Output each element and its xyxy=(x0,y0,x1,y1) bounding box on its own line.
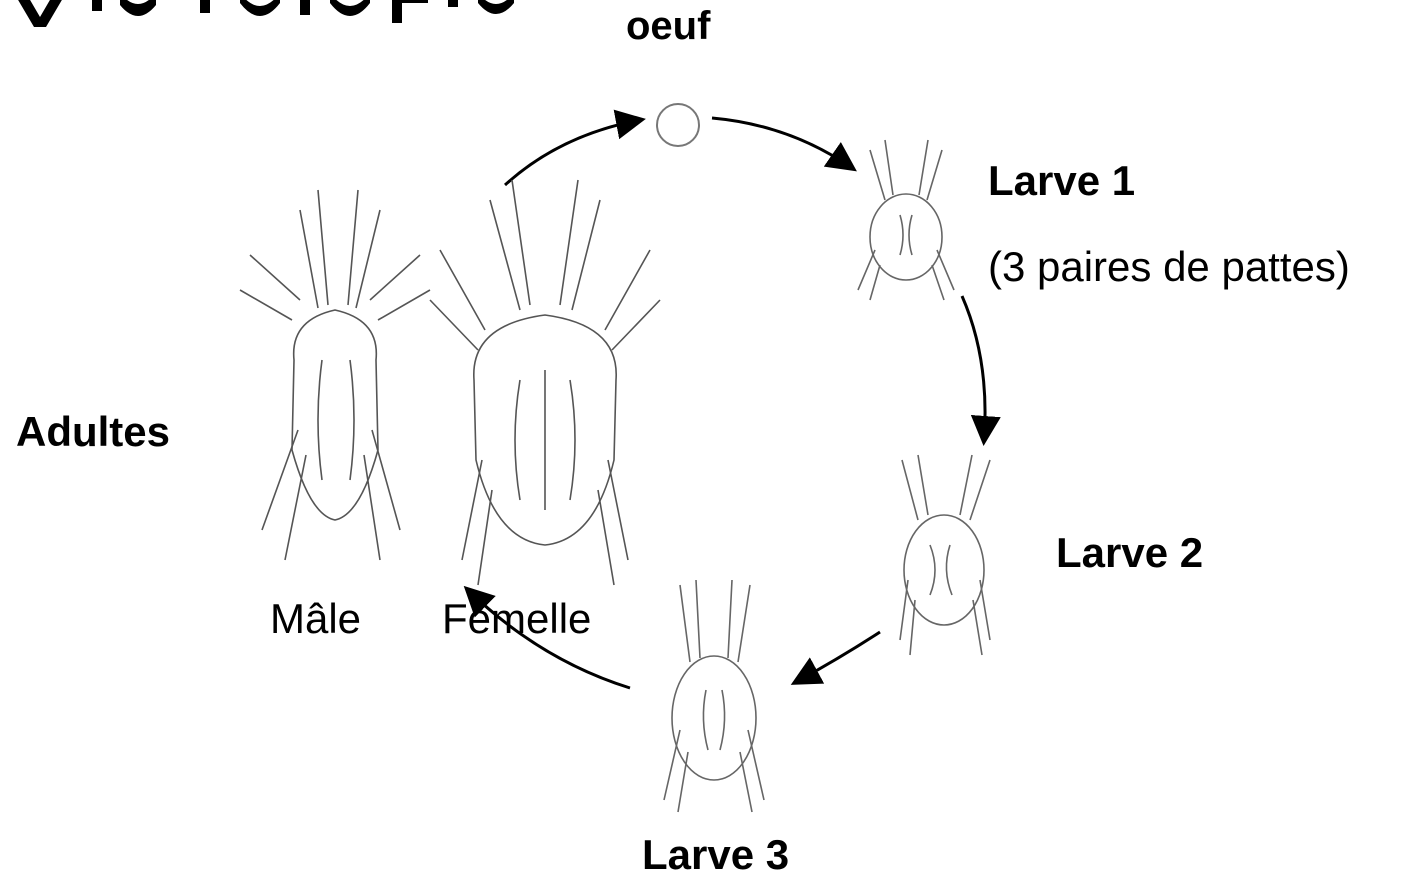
egg-label: oeuf xyxy=(626,6,710,46)
arrow-larva1-to-larva2 xyxy=(962,296,985,440)
larva1-mite-icon xyxy=(858,140,954,300)
female-label: Femelle xyxy=(442,598,591,640)
adult-male-mite-icon xyxy=(240,190,430,560)
larva1-legs-note: (3 paires de pattes) xyxy=(988,246,1350,288)
larva2-label: Larve 2 xyxy=(1056,532,1203,574)
larva2-mite-icon xyxy=(900,455,990,655)
egg-icon xyxy=(657,104,699,146)
arrow-egg-to-larva1 xyxy=(712,118,852,168)
adults-label: Adultes xyxy=(16,411,170,453)
arrow-larva2-to-larva3 xyxy=(796,632,880,682)
larva3-label: Larve 3 xyxy=(642,834,789,876)
larva1-label: Larve 1 xyxy=(988,160,1135,202)
arrow-adults-to-egg xyxy=(505,120,640,185)
adult-female-mite-icon xyxy=(430,180,660,585)
larva3-mite-icon xyxy=(664,580,764,812)
male-label: Mâle xyxy=(270,598,361,640)
